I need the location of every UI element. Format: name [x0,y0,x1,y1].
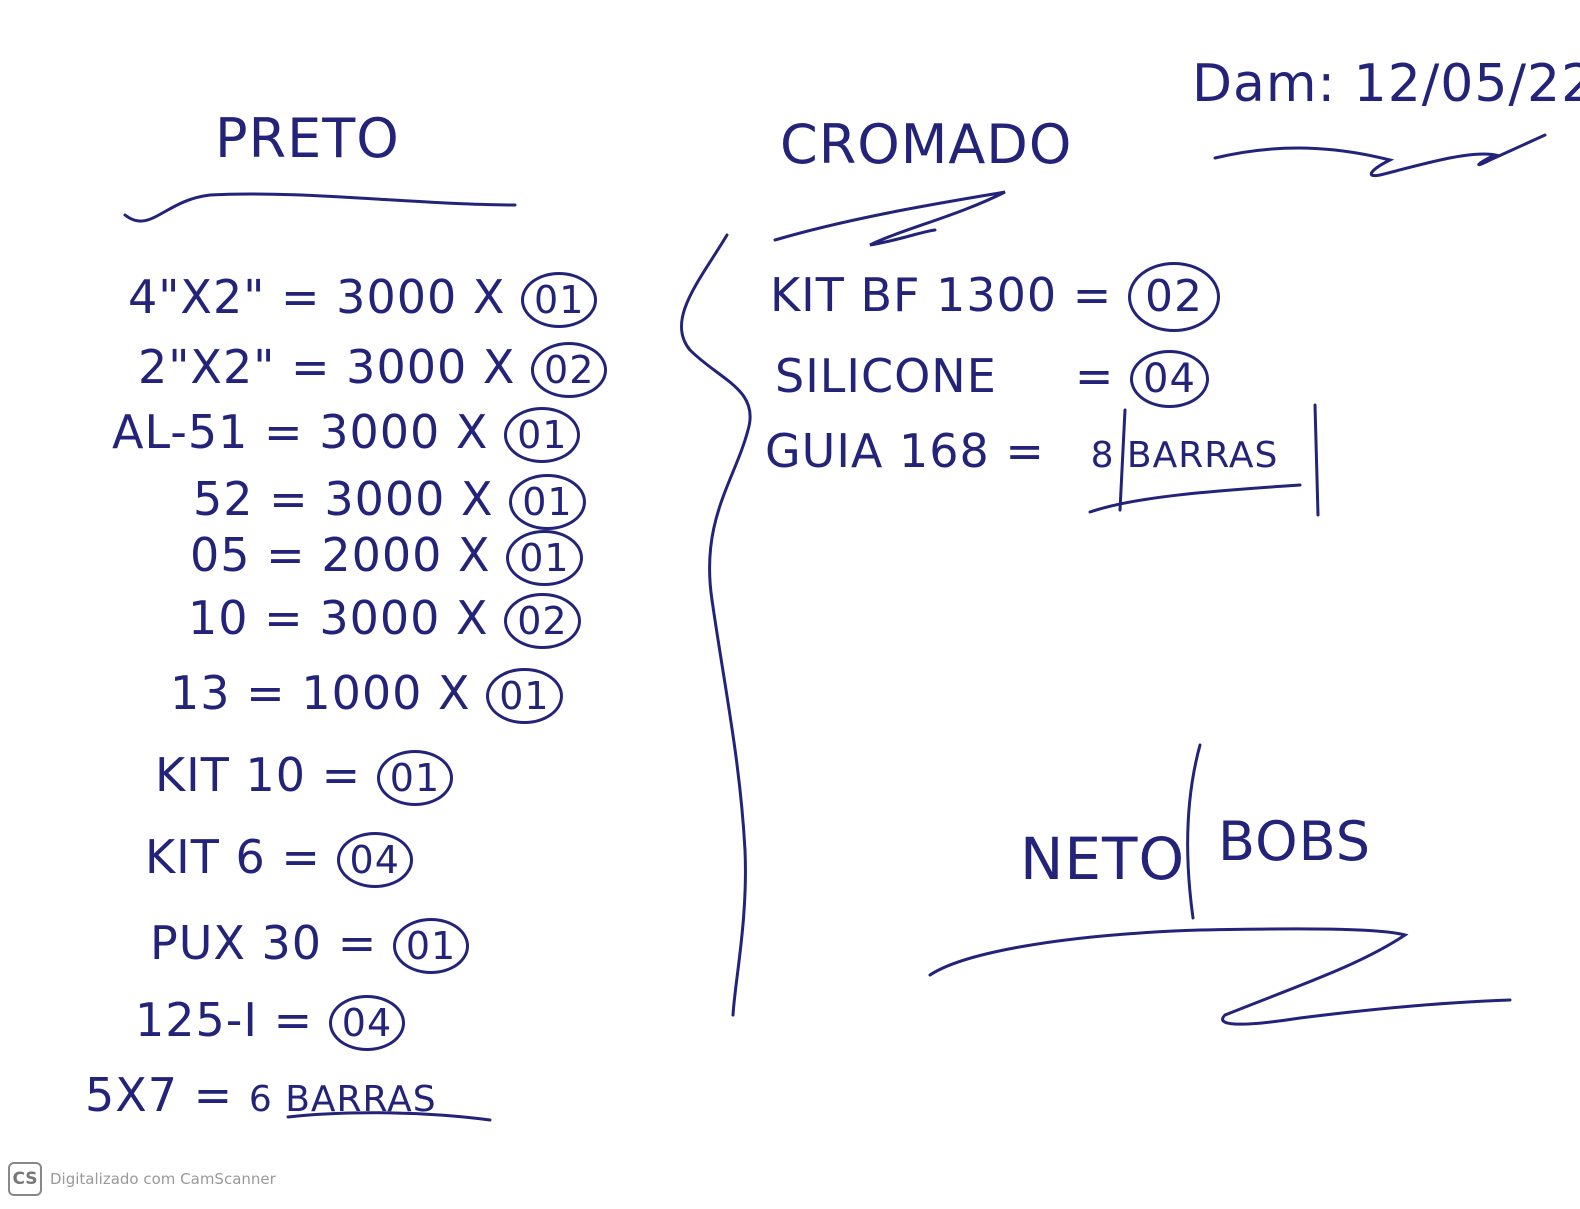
list-item: AL-51 = 3000 X 01 [112,405,581,463]
item-op: X [472,270,506,324]
camscanner-logo-icon: CS [8,1162,42,1196]
list-item: 125-I = 04 [135,993,406,1051]
qty-circle: 02 [531,342,608,398]
signature-underline [928,927,1512,1026]
qty-circle: 02 [504,593,581,649]
qty-circle: 02 [1127,262,1220,332]
signature-divider [1186,743,1202,920]
camscanner-watermark: CS Digitalizado com CamScanner [8,1162,276,1196]
item-label: AL-51 [112,405,249,459]
qty-circle: 01 [506,530,583,586]
signature-name: NETO [1020,825,1186,893]
item-label: GUIA 168 [765,424,990,478]
signature-company: BOBS [1218,810,1371,873]
item-value: 1000 [301,666,423,720]
item-op: X [456,591,489,645]
qty-bracketed: 8 BARRAS [1090,435,1279,476]
item-op: X [461,472,494,526]
qty-circle: 01 [486,668,563,724]
item-label: 4"X2" [128,270,266,324]
list-item: 52 = 3000 X 01 [193,474,586,530]
list-item: KIT 10 = 01 [155,748,454,806]
list-item: 13 = 1000 X 01 [170,668,563,724]
date-underline [1213,133,1547,178]
item-label: PUX 30 [150,916,323,970]
list-item: 05 = 2000 X 01 [190,530,583,586]
item-op: X [458,528,491,582]
qty-underlined: 6 BARRAS [248,1079,437,1120]
watermark-text: Digitalizado com CamScanner [50,1170,276,1188]
item-value: 2000 [321,528,443,582]
list-item: 10 = 3000 X 02 [188,593,581,649]
item-label: 52 [193,472,254,526]
item-value: 3000 [319,405,441,459]
item-value: 3000 [346,340,468,394]
list-item: 5X7 = 6 BARRAS [85,1068,437,1122]
barras-underline [286,1111,492,1122]
qty-circle: 01 [376,750,454,806]
list-item: SILICONE = 04 [775,350,1209,408]
item-value: 3000 [336,270,458,324]
item-value: 3000 [319,591,441,645]
item-label: 125-I [135,993,258,1047]
item-label: 5X7 [85,1068,179,1122]
guia-bracket-right [1313,403,1320,517]
guia-bracket-left [1118,408,1127,512]
cromado-title: CROMADO [780,113,1073,176]
qty-circle: 01 [504,407,581,463]
section-brace [679,233,752,1017]
qty-circle: 01 [509,474,586,530]
item-value: 3000 [324,472,446,526]
list-item: PUX 30 = 01 [150,916,470,974]
item-op: X [438,666,471,720]
item-label: KIT 10 [155,748,306,802]
item-label: KIT 6 [145,830,266,884]
cromado-underline [773,190,1006,247]
item-label: 05 [190,528,251,582]
list-item: 4"X2" = 3000 X 01 [128,270,598,328]
guia-underline [1088,483,1302,514]
item-label: 2"X2" [138,340,276,394]
item-label: KIT BF 1300 [770,268,1058,322]
preto-title: PRETO [215,107,400,170]
qty-circle: 01 [521,272,598,328]
item-op: X [455,405,489,459]
list-item: KIT BF 1300 = 02 [770,262,1220,332]
list-item: 2"X2" = 3000 X 02 [138,340,608,398]
item-op: X [482,340,516,394]
item-label: 10 [188,591,249,645]
item-label: 13 [170,666,231,720]
preto-underline [123,192,517,223]
qty-circle: 04 [328,995,406,1051]
qty-circle: 04 [336,832,413,888]
item-label: SILICONE [775,349,997,403]
date-label: Dam: 12/05/22 [1192,54,1580,114]
qty-circle: 01 [392,918,470,974]
list-item: GUIA 168 = 8 BARRAS [765,424,1279,478]
qty-circle: 04 [1130,350,1209,408]
list-item: KIT 6 = 04 [145,832,413,888]
